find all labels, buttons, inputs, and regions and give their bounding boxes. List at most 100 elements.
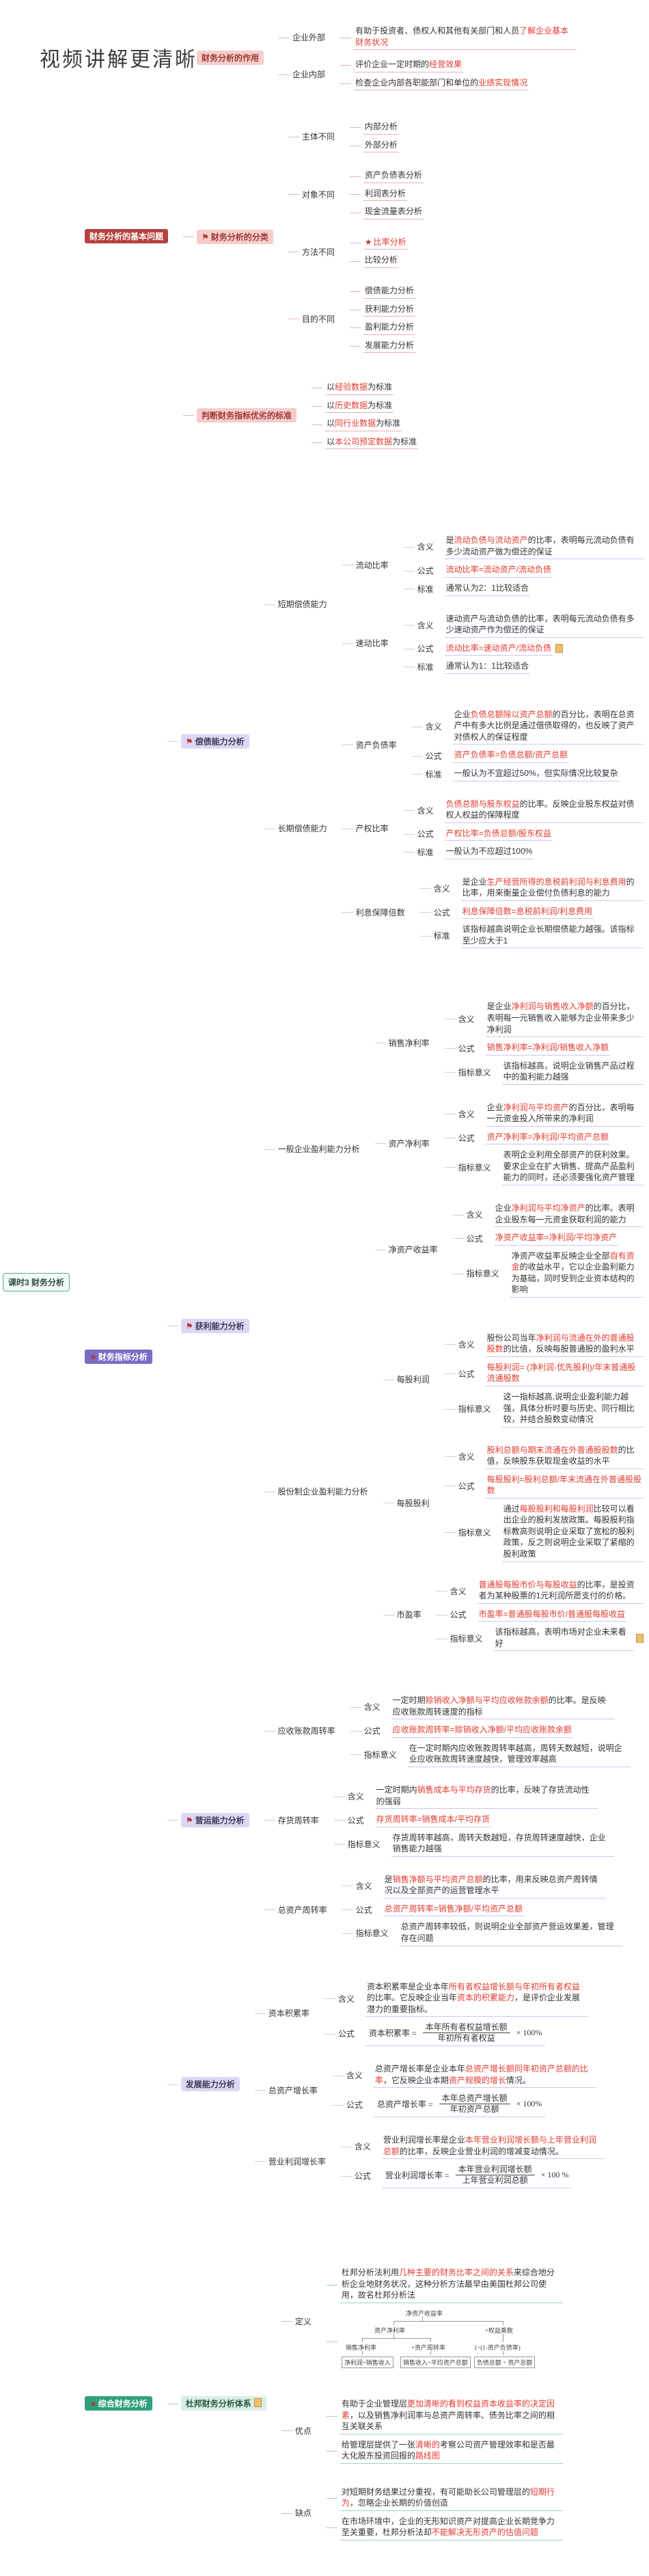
receivables-turnover-meaning[interactable]: 一定时期赊销收入净额与平均应收帐款余额的比率。是反映应收账款周转速度的指标 <box>391 1694 614 1720</box>
metric-equity-ratio[interactable]: 产权比率 <box>355 824 389 834</box>
node-development-capacity[interactable]: 发展能力分析 <box>180 2077 240 2092</box>
significance-label[interactable]: 指标意义 <box>466 1269 499 1279</box>
operating-profit-growth-formula[interactable]: 营业利润增长率 =本年营业利润增长额上年营业利润总额× 100 % <box>381 2163 572 2189</box>
meaning-label[interactable]: 含义 <box>347 1792 364 1802</box>
node-operating-capacity[interactable]: ⚑营运能力分析 <box>180 1812 249 1827</box>
interest-coverage-formula[interactable]: 利息保障倍数=息税前利润/利息费用 <box>460 905 594 920</box>
operating-profit-growth-meaning[interactable]: 营业利润增长率是企业本年营业利润增长额与上年营业利润总额的比率，反映企业营业利润… <box>381 2134 605 2160</box>
total-asset-turnover-formula[interactable]: 总资产周转率=销售净额/平均资产总额 <box>383 1903 524 1917</box>
asset-net-margin-significance[interactable]: 表明企业利用全部资产的获利效果。要求企业在扩大销售、提高产品盈利能力的同时，还必… <box>501 1149 644 1185</box>
roe-significance[interactable]: 净资产收益率反映企业全部自有资金的收益水平，它以企业盈利能力为基础，同时受到企业… <box>510 1250 644 1298</box>
branch-indicator-analysis-label[interactable]: ★财务指标分析 <box>85 1350 152 1365</box>
formula-label[interactable]: 公式 <box>355 1905 372 1915</box>
formula-label[interactable]: 公式 <box>458 1369 475 1379</box>
metric-net-profit-margin[interactable]: 销售净利率 <box>388 1038 430 1048</box>
significance-label[interactable]: 指标意义 <box>458 1527 491 1538</box>
meaning-label[interactable]: 含义 <box>433 883 450 894</box>
formula-label[interactable]: 公式 <box>363 1726 381 1736</box>
significance-label[interactable]: 指标意义 <box>355 1929 389 1939</box>
receivables-turnover-significance[interactable]: 在一定时期内应收账款周转率越高，周转天数越短，说明企业应收账款周转速度越快，管理… <box>407 1742 631 1768</box>
meaning-label[interactable]: 含义 <box>363 1702 381 1713</box>
receivables-turnover-formula[interactable]: 应收账款周转率=赊销收入净额/平均应收账款余额 <box>391 1723 573 1738</box>
formula-label[interactable]: 公式 <box>346 2100 363 2110</box>
node-classification[interactable]: ⚑财务分析的分类 <box>197 229 273 244</box>
significance-label[interactable]: 指标意义 <box>458 1067 491 1077</box>
quick-ratio-formula[interactable]: 流动比率=速动资产/流动负债 <box>444 642 553 656</box>
current-ratio-standard[interactable]: 通常认为2：1比较适合 <box>444 582 530 596</box>
meaning-label[interactable]: 含义 <box>458 1339 475 1350</box>
metric-debt-asset-ratio[interactable]: 资产负债率 <box>355 740 397 750</box>
significance-label[interactable]: 指标意义 <box>458 1162 491 1172</box>
meaning-label[interactable]: 含义 <box>417 805 434 816</box>
leaf-balance-sheet-analysis[interactable]: 资产负债表分析 <box>363 169 424 183</box>
meaning-label[interactable]: 含义 <box>425 722 442 732</box>
eps-significance[interactable]: 这一指标越高,说明企业盈利能力越强，具体分析时要与历史、同行相比较，并结合股数变… <box>501 1391 644 1427</box>
dupont-definition[interactable]: 杜邦分析法利用几种主要的财务比率之间的关系来综合地分析企业地财务状况，这种分析方… <box>340 2266 563 2303</box>
interest-coverage-meaning[interactable]: 是企业生产经营所得的息税前利润与利息费用的比率，用来衡量企业偿付负债利息的能力 <box>460 876 644 901</box>
dupont-con-2[interactable]: 在市场环境中，企业的无形知识资产对提高企业长期竞争力至关重要，杜邦分析法却不能解… <box>340 2515 563 2540</box>
leaf-standard-experience[interactable]: 以经验数据为标准 <box>325 381 394 395</box>
total-asset-turnover-significance[interactable]: 总资产周转率较低，则说明企业全部资产营运效果差，管理存在问题 <box>399 1920 622 1946</box>
metric-asset-net-margin[interactable]: 资产净利率 <box>388 1138 430 1149</box>
dupont-pro-1[interactable]: 有助于企业管理层更加清晰的看到权益资本收益率的决定因素，以及销售净利润率与总资产… <box>340 2398 563 2434</box>
leaf-internal-role-1[interactable]: 评价企业一定时期的经营效果 <box>354 58 464 72</box>
dps-formula[interactable]: 每股股利=股利总额/年末流通在外普通股股数 <box>485 1473 644 1499</box>
leaf-external-role[interactable]: 有助于投资者、债权人和其他有关部门和人员了解企业基本财务状况 <box>354 25 577 51</box>
formula-label[interactable]: 公式 <box>417 566 434 576</box>
leaf-internal-role-2[interactable]: 检查企业内部各职能部门和单位的业绩实现情况 <box>354 77 529 91</box>
asset-growth-meaning[interactable]: 总资产增长率是企业本年总资产增长额同年初资产总额的比率，它反映企业本期资产规模的… <box>373 2063 596 2089</box>
significance-label[interactable]: 指标意义 <box>450 1634 483 1644</box>
standard-label[interactable]: 标准 <box>417 847 434 857</box>
equity-ratio-standard[interactable]: 一般认为不应超过100% <box>444 845 534 859</box>
leaf-standard-industry[interactable]: 以同行业数据为标准 <box>325 417 402 431</box>
inventory-turnover-significance[interactable]: 存货周转率越高，周转天数越短，存货周转速度越快，企业销售能力越强 <box>391 1832 614 1857</box>
metric-pe-ratio[interactable]: 市盈率 <box>396 1610 422 1620</box>
metric-operating-profit-growth[interactable]: 营业利润增长率 <box>268 2156 326 2166</box>
metric-eps[interactable]: 每股利润 <box>396 1375 430 1385</box>
debt-asset-ratio-meaning[interactable]: 企业负债总额除以资产总额的百分比，表明在总资产中有多大比例是通过借债取得的，也反… <box>452 708 644 745</box>
standard-label[interactable]: 标准 <box>425 769 442 779</box>
meaning-label[interactable]: 含义 <box>466 1210 483 1220</box>
formula-label[interactable]: 公式 <box>347 1815 364 1825</box>
formula-label[interactable]: 公式 <box>425 751 442 762</box>
metric-quick-ratio[interactable]: 速动比率 <box>355 639 389 649</box>
meaning-label[interactable]: 含义 <box>458 1451 475 1462</box>
pros-label[interactable]: 优点 <box>294 2426 312 2436</box>
definition-label[interactable]: 定义 <box>294 2316 312 2326</box>
roe-meaning[interactable]: 企业净利润与平均净资产的比率。表明企业股东每一元资金获取利润的能力 <box>493 1202 644 1228</box>
leaf-profitability-analysis[interactable]: 获利能力分析 <box>363 303 415 317</box>
roe-formula[interactable]: 净资产收益率=净利润/平均净资产 <box>493 1231 618 1246</box>
inventory-turnover-formula[interactable]: 存货周转率=销售成本/平均存货 <box>374 1813 491 1827</box>
dupont-con-1[interactable]: 对短期财务结果过分重视，有可能助长公司管理层的短期行为，忽略企业长期的价值创造 <box>340 2486 563 2511</box>
debt-asset-ratio-formula[interactable]: 资产负债率=负债总额/资产总额 <box>452 749 569 763</box>
meaning-label[interactable]: 含义 <box>458 1109 475 1119</box>
leaf-standard-company-plan[interactable]: 以本公司预定数据为标准 <box>325 435 419 450</box>
formula-label[interactable]: 公式 <box>466 1233 483 1244</box>
leaf-cashflow-analysis[interactable]: 现金流量表分析 <box>363 205 424 219</box>
formula-label[interactable]: 公式 <box>417 829 434 840</box>
net-profit-margin-meaning[interactable]: 是企业净利润与销售收入净额的百分比，表明每一元销售收入能够为企业带来多少净利润 <box>485 1000 644 1038</box>
total-asset-turnover-meaning[interactable]: 是销售净额与平均资产总额的比率，用来反映总资产周转情况以及全部资产的运营管理水平 <box>383 1873 606 1899</box>
node-listed-profitability[interactable]: 股份制企业盈利能力分析 <box>277 1487 368 1497</box>
node-dupont-system[interactable]: 杜邦财务分析体系 <box>180 2396 266 2411</box>
formula-label[interactable]: 公式 <box>458 1133 475 1143</box>
inventory-turnover-meaning[interactable]: 一定时期内销售成本与平均存货的比率，反映了存货流动性的强弱 <box>374 1784 598 1810</box>
capital-accumulation-formula[interactable]: 资本积累率 =本年所有者权益增长额年初所有者权益× 100% <box>365 2021 546 2047</box>
standard-label[interactable]: 标准 <box>417 662 434 672</box>
meaning-label[interactable]: 含义 <box>354 2142 371 2152</box>
leaf-income-statement-analysis[interactable]: 利润表分析 <box>363 187 407 202</box>
formula-label[interactable]: 公式 <box>458 1481 475 1491</box>
node-role[interactable]: 财务分析的作用 <box>197 50 264 65</box>
significance-label[interactable]: 指标意义 <box>363 1749 397 1760</box>
branch-comprehensive-analysis-label[interactable]: ★综合财务分析 <box>85 2396 152 2411</box>
leaf-solvency-analysis[interactable]: 偿债能力分析 <box>363 284 415 299</box>
node-solvency[interactable]: ⚑偿债能力分析 <box>180 734 249 749</box>
dupont-pro-2[interactable]: 给管理层提供了一张清晰的考察公司资产管理效率和是否最大化股东投资回报的路线图 <box>340 2439 563 2464</box>
metric-capital-accumulation[interactable]: 资本积累率 <box>268 2009 309 2019</box>
significance-label[interactable]: 指标意义 <box>458 1404 491 1414</box>
meaning-label[interactable]: 含义 <box>458 1014 475 1024</box>
leaf-ratio-analysis[interactable]: ★比率分析 <box>363 236 408 250</box>
node-enterprise-internal[interactable]: 企业内部 <box>292 70 326 80</box>
quick-ratio-standard[interactable]: 通常认为1：1比较适合 <box>444 660 530 674</box>
formula-label[interactable]: 公式 <box>337 2029 355 2039</box>
